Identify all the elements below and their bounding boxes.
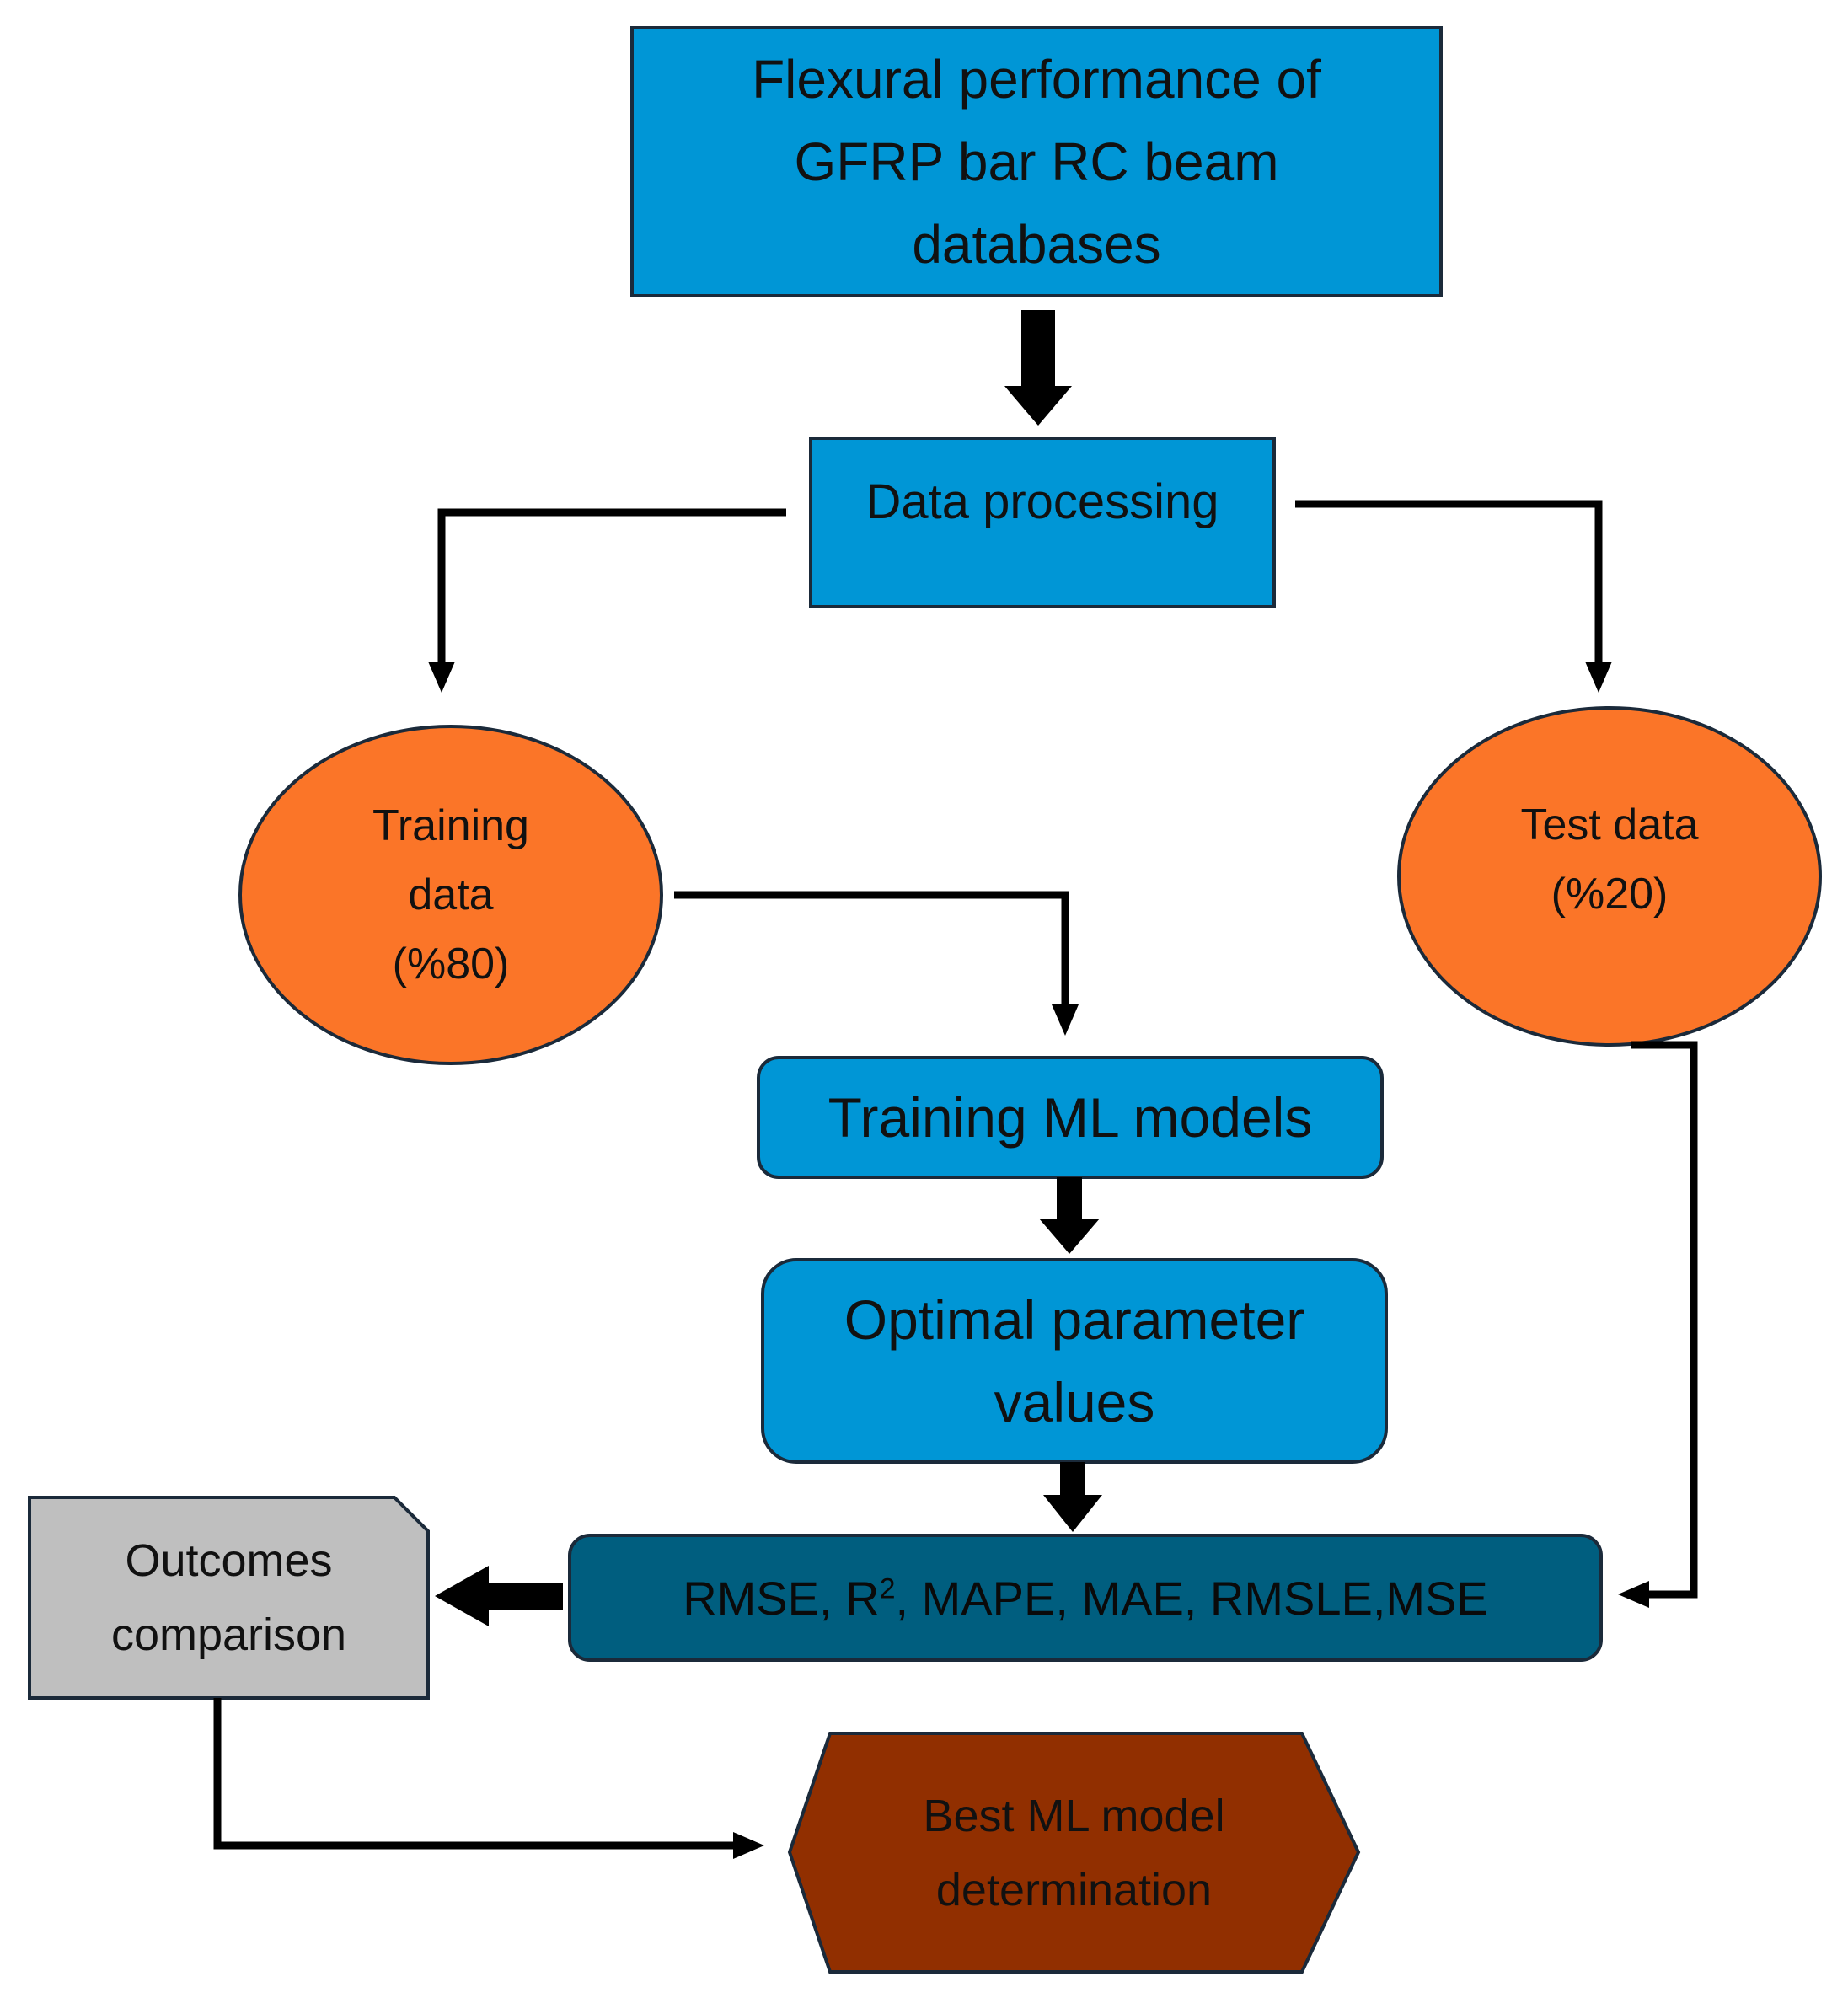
connector-test-to-metrics [1631, 1041, 1698, 1599]
metrics-box [568, 1534, 1603, 1662]
connector-training-to-models [674, 891, 1069, 1004]
thick-arrow-models-to-optimal [1039, 1177, 1100, 1254]
arrowhead-test [1585, 662, 1612, 693]
arrowhead-training [428, 662, 455, 693]
connector-outcomes-to-best [213, 1698, 733, 1850]
thick-arrow-group [435, 310, 1102, 1626]
thick-arrow-databases-to-processing [1004, 310, 1072, 426]
arrowhead-best [733, 1832, 764, 1859]
optimal-box [761, 1258, 1388, 1464]
processing-box [809, 437, 1276, 608]
training-models-box [757, 1056, 1384, 1179]
best-model-hexagon [787, 1732, 1361, 1974]
thick-arrow-metrics-to-outcomes [435, 1566, 563, 1626]
connector-processing-to-test [1295, 500, 1603, 662]
connector-processing-to-training [437, 508, 786, 662]
outcomes-shape [28, 1496, 430, 1700]
training-data-ellipse [238, 725, 663, 1065]
arrowhead-group [428, 662, 1649, 1859]
connector-group [213, 500, 1698, 1850]
arrowhead-metrics [1618, 1581, 1649, 1608]
thick-arrow-optimal-to-metrics [1043, 1462, 1102, 1532]
test-data-ellipse [1397, 706, 1822, 1047]
arrowhead-models [1052, 1004, 1079, 1036]
databases-box [630, 26, 1443, 297]
